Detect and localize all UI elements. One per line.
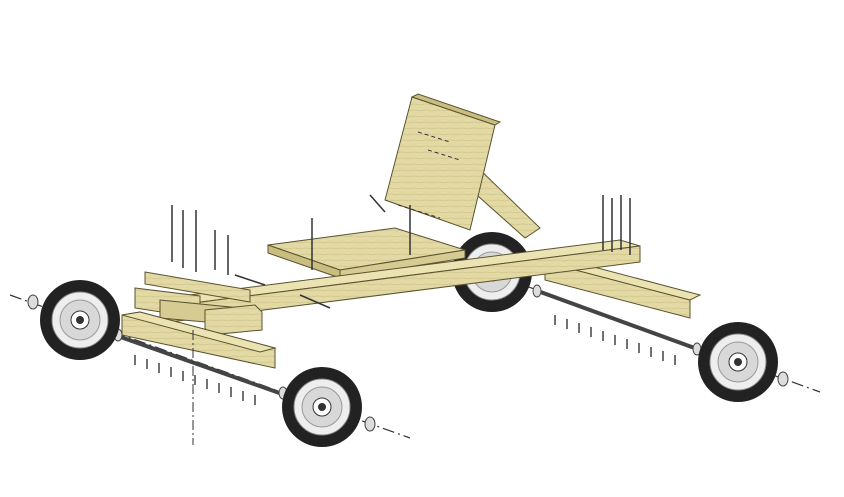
front-blocks: [121, 271, 277, 369]
front-right-wheel: [281, 366, 363, 448]
washers: [27, 284, 789, 432]
rear-axle-rod: [534, 288, 701, 352]
front-hooks: [134, 355, 256, 405]
seat-board: [267, 227, 466, 279]
rear-hooks: [554, 315, 676, 365]
rear-right-wheel: [697, 321, 779, 403]
bolts: [171, 194, 631, 309]
front-left-wheel: [39, 279, 121, 361]
front-axle-rod: [114, 333, 286, 397]
seat-back: [384, 93, 541, 239]
